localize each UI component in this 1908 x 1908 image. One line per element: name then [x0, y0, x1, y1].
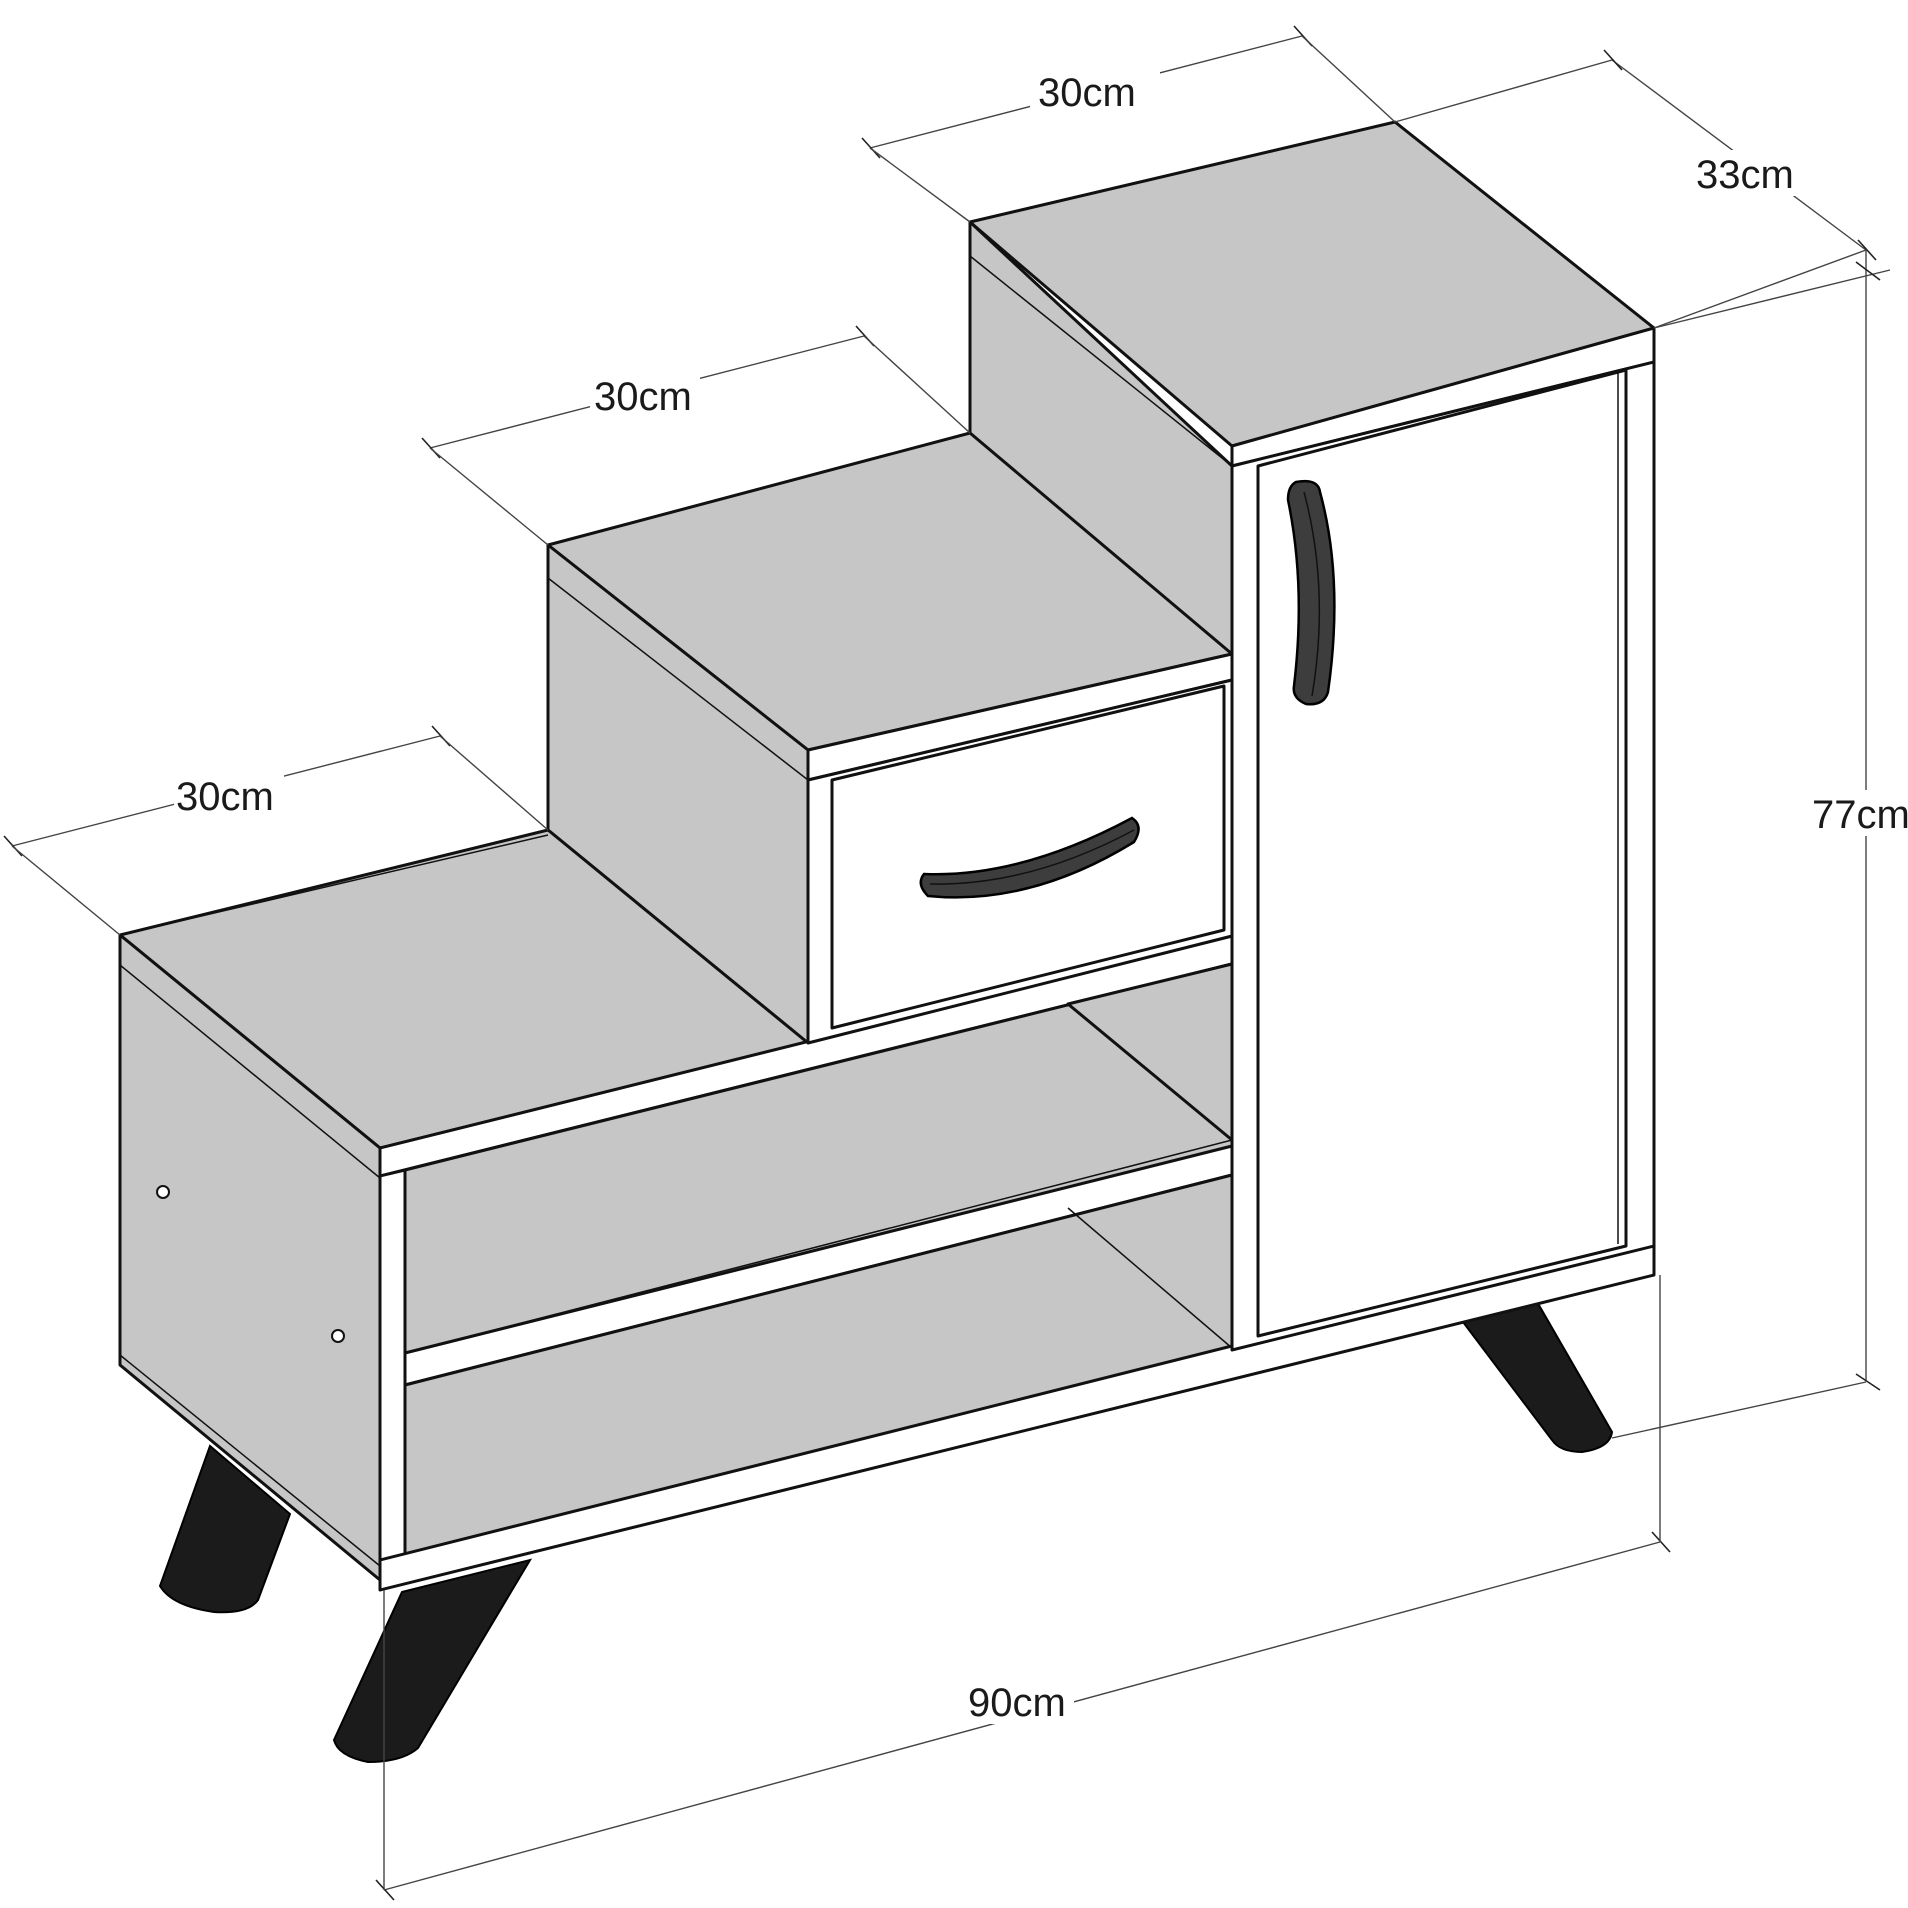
middle-shelf-top-line: [404, 1139, 1233, 1354]
front-frame-left: [378, 1168, 407, 1588]
label-bg-total: [964, 1678, 1074, 1724]
left-side-bottom-line: [119, 1354, 381, 1567]
dim-height-label: 77cm: [1812, 793, 1908, 837]
drawer-handle-icon: [919, 816, 1140, 899]
drawer-handle-detail: [929, 829, 1135, 885]
upper-compartment-depth-line: [1067, 1003, 1233, 1141]
low-step-back-edge: [119, 834, 549, 936]
cabinet-door: [1256, 368, 1628, 1338]
dim-total-width-label: 90cm: [968, 1681, 1066, 1725]
dim-middle-width-label: 30cm: [594, 375, 692, 419]
label-bg-left: [174, 772, 284, 818]
middle-side-inner-line: [547, 577, 809, 781]
bottom-board: [378, 1238, 1656, 1592]
left-panel-hole-top: [156, 1185, 170, 1199]
left-panel-hole-bottom: [331, 1329, 345, 1343]
door-handle-detail: [1303, 491, 1321, 697]
label-bg-top: [1030, 68, 1160, 114]
drawer-front: [830, 684, 1226, 1030]
leg-back-left: [158, 1444, 292, 1614]
dim-top-width-label: 30cm: [1038, 71, 1136, 115]
dim-left-width-label: 30cm: [176, 775, 274, 819]
label-bg-height: [1808, 790, 1908, 836]
leg-back-right: [1458, 1298, 1614, 1454]
tall-side-inner-line: [969, 255, 1233, 467]
leg-front-left: [332, 1558, 533, 1764]
label-bg-depth: [1694, 150, 1804, 196]
lower-compartment-depth-line: [1067, 1207, 1233, 1349]
door-handle-icon: [1286, 479, 1336, 706]
left-side-inner-line: [119, 964, 381, 1179]
label-bg-middle: [590, 372, 700, 418]
cabinet-body: [118, 120, 1656, 1592]
legs: [158, 1298, 1614, 1764]
dim-depth-label: 33cm: [1696, 153, 1794, 197]
